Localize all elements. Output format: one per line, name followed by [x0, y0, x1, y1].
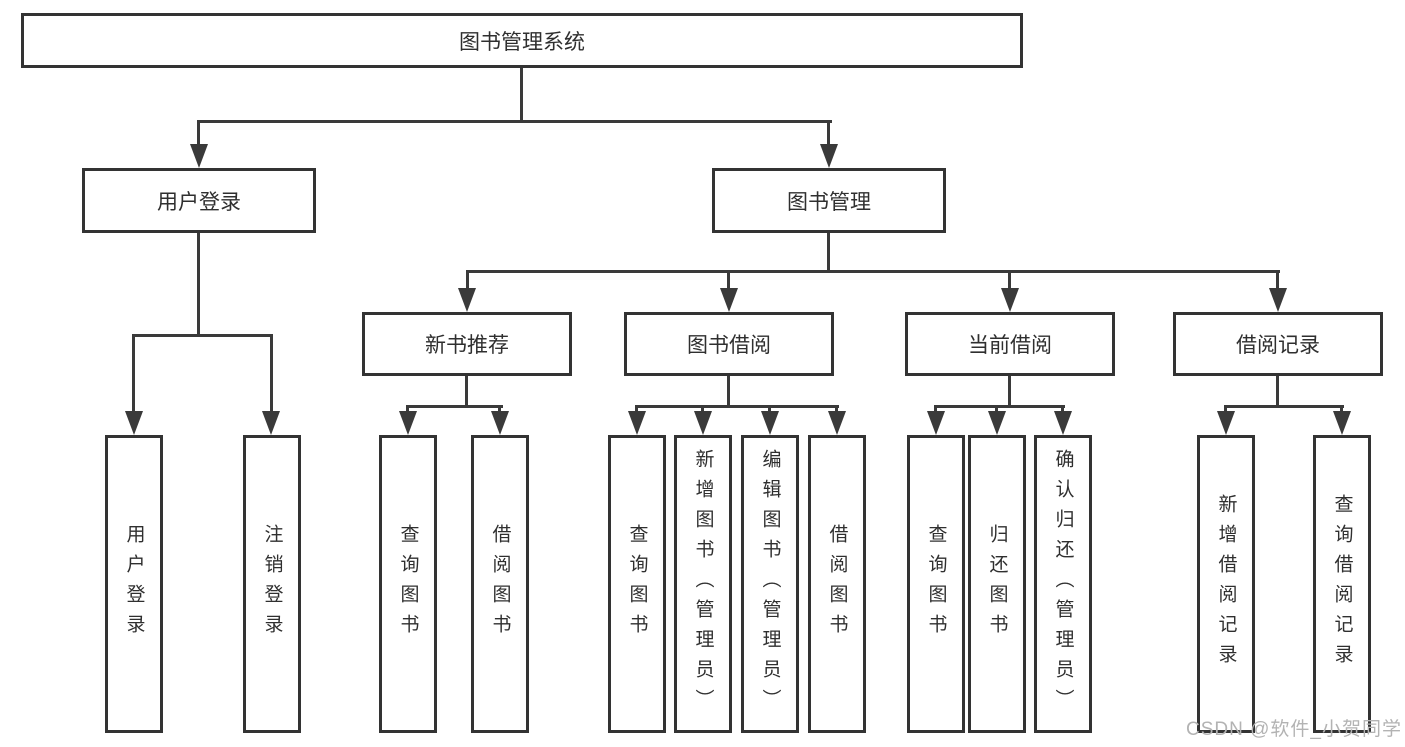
leaf-add-books-admin: 新增图书（管理员）	[674, 435, 732, 733]
connector-line	[1340, 405, 1343, 415]
leaf-label: 借阅图书	[489, 524, 511, 644]
connector-line	[635, 405, 839, 408]
arrow-down-icon	[262, 411, 280, 435]
arrow-down-icon	[988, 411, 1006, 435]
connector-line	[1224, 405, 1227, 415]
connector-line	[406, 405, 503, 408]
arrow-down-icon	[927, 411, 945, 435]
connector-line	[727, 376, 730, 407]
connector-line	[635, 405, 638, 415]
connector-line	[1008, 376, 1011, 407]
connector-line	[1061, 405, 1064, 415]
leaf-label: 新增借阅记录	[1215, 494, 1237, 674]
leaf-label: 编辑图书（管理员）	[759, 449, 781, 719]
connector-line	[827, 233, 830, 272]
connector-line	[197, 233, 200, 336]
arrow-down-icon	[820, 144, 838, 168]
arrow-down-icon	[694, 411, 712, 435]
connector-line	[934, 405, 1065, 408]
arrow-down-icon	[399, 411, 417, 435]
connector-line	[465, 376, 468, 407]
leaf-add-borrow-record: 新增借阅记录	[1197, 435, 1255, 733]
arrow-down-icon	[1217, 411, 1235, 435]
arrow-down-icon	[1333, 411, 1351, 435]
connector-line	[197, 120, 200, 147]
arrow-down-icon	[1054, 411, 1072, 435]
connector-line	[406, 405, 409, 415]
connector-line	[701, 405, 704, 415]
leaf-label: 借阅图书	[826, 524, 848, 644]
connector-line	[132, 334, 273, 337]
connector-line	[995, 405, 998, 415]
leaf-label: 新增图书（管理员）	[692, 449, 714, 719]
leaf-label: 查询图书	[626, 524, 648, 644]
node-user-login: 用户登录	[82, 168, 316, 233]
connector-line	[827, 120, 830, 147]
connector-line	[520, 68, 523, 121]
leaf-label: 查询图书	[397, 524, 419, 644]
connector-line	[498, 405, 501, 415]
arrow-down-icon	[491, 411, 509, 435]
arrow-down-icon	[761, 411, 779, 435]
connector-line	[270, 334, 273, 413]
leaf-label: 查询借阅记录	[1331, 494, 1353, 674]
leaf-edit-books-admin: 编辑图书（管理员）	[741, 435, 799, 733]
leaf-user-login: 用户登录	[105, 435, 163, 733]
node-root-library-system: 图书管理系统	[21, 13, 1023, 68]
connector-line	[466, 270, 1280, 273]
arrow-down-icon	[190, 144, 208, 168]
leaf-return-books: 归还图书	[968, 435, 1026, 733]
node-current-borrow: 当前借阅	[905, 312, 1115, 376]
leaf-confirm-return-admin: 确认归还（管理员）	[1034, 435, 1092, 733]
csdn-watermark: CSDN @软件_小贺同学	[1186, 719, 1402, 740]
connector-line	[466, 270, 469, 290]
connector-line	[727, 270, 730, 290]
connector-line	[1276, 376, 1279, 407]
connector-line	[768, 405, 771, 415]
arrow-down-icon	[720, 288, 738, 312]
leaf-label: 归还图书	[986, 524, 1008, 644]
node-book-borrow: 图书借阅	[624, 312, 834, 376]
connector-line	[835, 405, 838, 415]
arrow-down-icon	[1269, 288, 1287, 312]
leaf-label: 用户登录	[123, 524, 145, 644]
connector-line	[132, 334, 135, 413]
arrow-down-icon	[628, 411, 646, 435]
node-borrow-records: 借阅记录	[1173, 312, 1383, 376]
leaf-borrow-books: 借阅图书	[808, 435, 866, 733]
leaf-query-books-borrow: 查询图书	[608, 435, 666, 733]
leaf-logout: 注销登录	[243, 435, 301, 733]
leaf-label: 注销登录	[261, 524, 283, 644]
leaf-query-books-recommend: 查询图书	[379, 435, 437, 733]
leaf-label: 确认归还（管理员）	[1052, 449, 1074, 719]
arrow-down-icon	[125, 411, 143, 435]
node-new-book-recommend: 新书推荐	[362, 312, 572, 376]
leaf-borrow-books-recommend: 借阅图书	[471, 435, 529, 733]
arrow-down-icon	[1001, 288, 1019, 312]
node-book-management: 图书管理	[712, 168, 946, 233]
leaf-query-borrow-record: 查询借阅记录	[1313, 435, 1371, 733]
connector-line	[1224, 405, 1344, 408]
connector-line	[934, 405, 937, 415]
connector-line	[1008, 270, 1011, 290]
arrow-down-icon	[828, 411, 846, 435]
connector-line	[1276, 270, 1279, 290]
arrow-down-icon	[458, 288, 476, 312]
leaf-label: 查询图书	[925, 524, 947, 644]
connector-line	[197, 120, 832, 123]
leaf-query-books-current: 查询图书	[907, 435, 965, 733]
